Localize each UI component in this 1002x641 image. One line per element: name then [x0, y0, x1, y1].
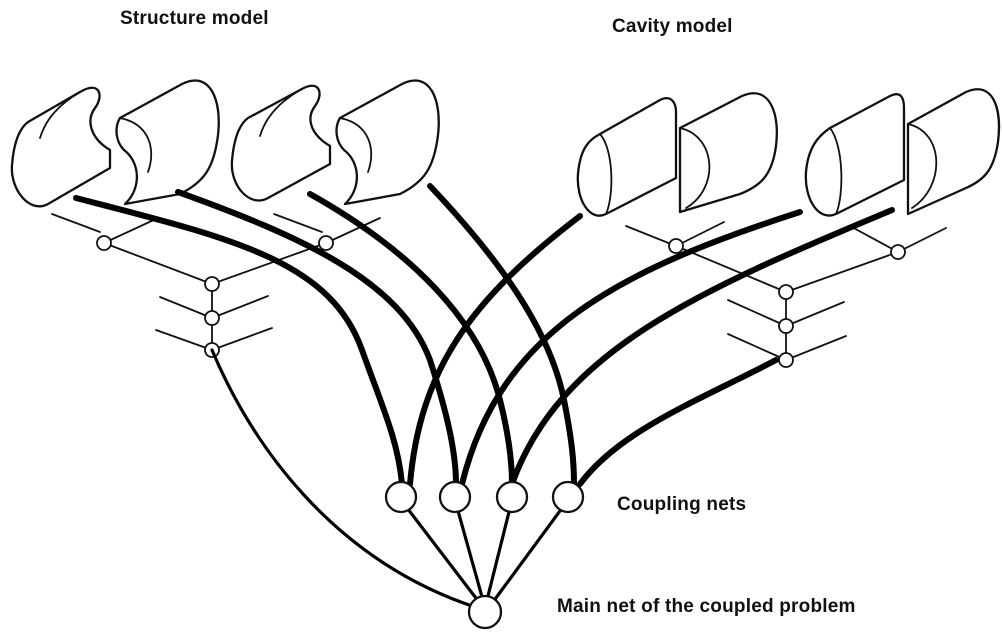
- structure-node: [204, 276, 220, 292]
- coupling-nets: [384, 480, 585, 514]
- coupling-curve: [407, 213, 583, 487]
- coupling-net-node: [384, 480, 418, 514]
- coupling-curve: [307, 191, 515, 487]
- coupling-net-node: [438, 480, 472, 514]
- structure-node: [318, 235, 334, 251]
- cavity-node: [778, 352, 794, 368]
- structure-shell-1a: [10, 86, 112, 208]
- structure-node: [204, 310, 220, 326]
- cavity-node: [778, 318, 794, 334]
- structure-subnet: [51, 213, 381, 358]
- coupling-curve: [459, 209, 803, 487]
- structure-shell-2a: [230, 84, 332, 202]
- main-net-label: Main net of the coupled problem: [557, 596, 856, 617]
- main-net-links: [210, 348, 570, 610]
- structure-model-label: Structure model: [120, 8, 269, 29]
- main-net-node: [467, 594, 503, 630]
- structure-shell-2b: [335, 79, 440, 206]
- coupling-curve: [427, 183, 577, 487]
- coupling-nets-label: Coupling nets: [617, 494, 747, 515]
- coupling-curve: [509, 207, 895, 487]
- cavity-shell-2a: [804, 93, 906, 217]
- structure-shell-1b: [115, 79, 220, 206]
- cavity-shell-1b: [678, 92, 778, 214]
- coupling-net-node: [495, 480, 529, 514]
- cavity-shell-2b: [906, 88, 1001, 216]
- structure-node: [96, 235, 112, 251]
- coupling-curve: [175, 189, 459, 487]
- coupling-curves: [73, 183, 895, 487]
- coupling-curve: [73, 195, 405, 487]
- cavity-subnet: [625, 221, 947, 368]
- cavity-node: [668, 238, 684, 254]
- cavity-node: [890, 244, 906, 260]
- cavity-node: [778, 284, 794, 300]
- cavity-model-label: Cavity model: [612, 16, 733, 37]
- coupling-curve: [577, 357, 779, 487]
- coupling-net-node: [551, 480, 585, 514]
- cavity-shell-1a: [576, 97, 678, 217]
